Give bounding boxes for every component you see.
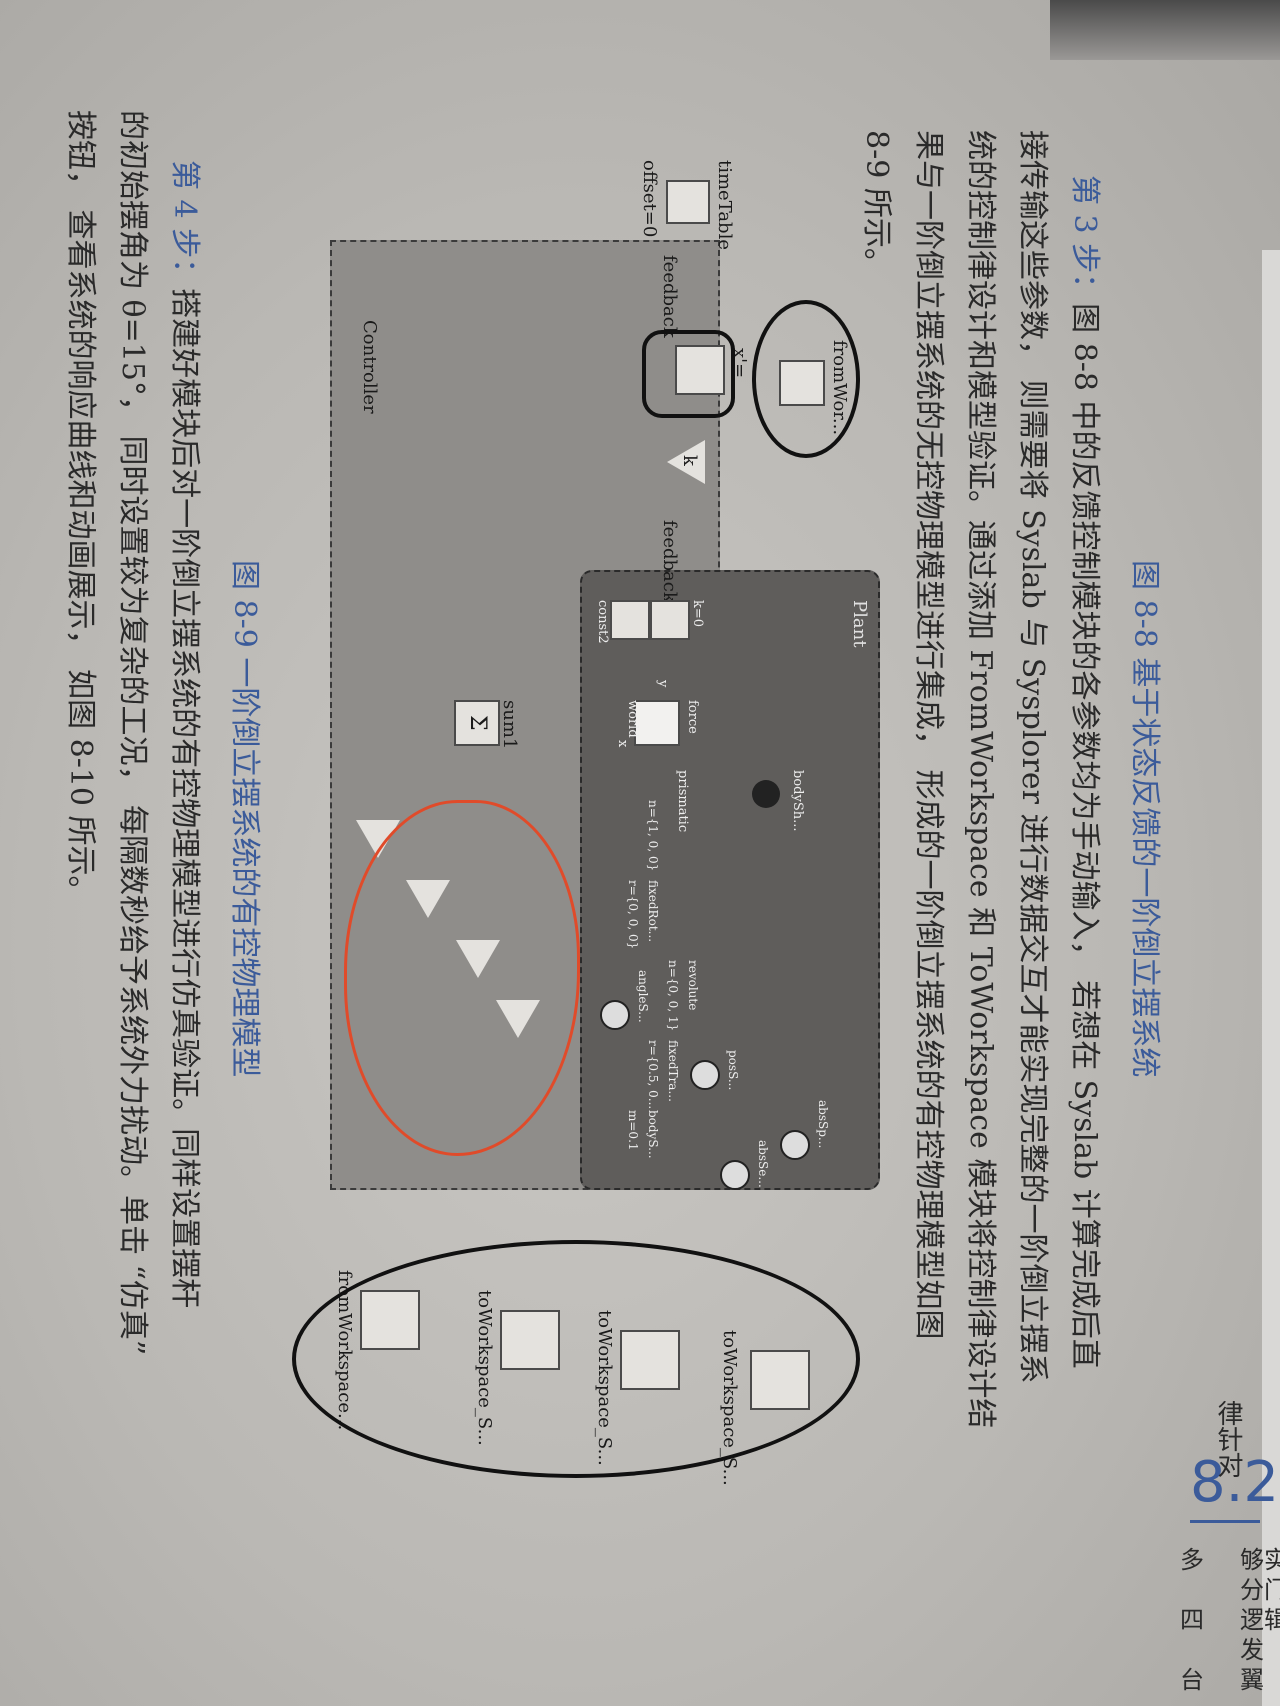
paragraph2-text-1: 搭建好模块后对一阶倒立摆系统的有控物理模型进行仿真验证。同样设置摆杆 bbox=[167, 288, 202, 1309]
next-page-fragment-1: 律针对 bbox=[1213, 1400, 1243, 1478]
annotation-circle-statespace bbox=[642, 330, 735, 418]
paragraph2-line-3: 按钮， 查看系统的响应曲线和动画展示， 如图 8-10 所示。 bbox=[63, 110, 98, 906]
sensor-pos bbox=[690, 1060, 720, 1090]
next-page-section-number: 8.2 bbox=[1190, 1450, 1280, 1515]
axis-y-label: y bbox=[655, 680, 670, 688]
feedback-label-top: feedback bbox=[659, 255, 680, 338]
plant-subsystem bbox=[580, 570, 880, 1190]
next-page-fragment-6: 翼 bbox=[1240, 1666, 1264, 1694]
fixed-tra-param: r={0.5, 0... bbox=[646, 1040, 660, 1110]
sum-symbol: Σ bbox=[465, 715, 490, 731]
revolute-param: n={0, 0, 1} bbox=[666, 960, 680, 1032]
next-page-fragment-5: 发 bbox=[1240, 1636, 1264, 1664]
prismatic-label: prismatic bbox=[675, 770, 690, 833]
annotation-circle-workspace bbox=[292, 1240, 860, 1478]
body-s-param: m=0.1 bbox=[626, 1110, 640, 1151]
section-underline bbox=[1190, 1520, 1260, 1523]
angle-sensor-label: angleS... bbox=[636, 970, 650, 1023]
const-block-2 bbox=[610, 600, 650, 640]
controller-label: Controller bbox=[359, 320, 380, 414]
next-page-fragment-7: 多 bbox=[1180, 1546, 1204, 1574]
paragraph2-line-1: 第 4 步：搭建好模块后对一阶倒立摆系统的有控物理模型进行仿真验证。同样设置摆杆 bbox=[166, 160, 210, 1308]
gain-label-top: k bbox=[679, 455, 700, 466]
next-page-fragment-3: 分门 bbox=[1240, 1576, 1280, 1604]
fixed-rot-param: r={0, 0, 0} bbox=[626, 880, 640, 950]
sensor-abs-sp bbox=[780, 1130, 810, 1160]
step4-label: 第 4 步： bbox=[167, 160, 202, 289]
sensor-angle bbox=[600, 1000, 630, 1030]
abs-sp-label: absSp... bbox=[816, 1100, 830, 1149]
const2-label: const2 bbox=[595, 600, 610, 644]
timetable-name: timeTable bbox=[714, 160, 735, 250]
k0-label: k=0 bbox=[690, 600, 705, 628]
feedback-label-bottom: feedback bbox=[659, 520, 680, 603]
next-page-fragment-4: 逻辑 bbox=[1240, 1606, 1280, 1634]
next-page-fragment-8: 四 bbox=[1180, 1606, 1204, 1634]
figure-8-9-caption: 图 8-9 一阶倒立摆系统的有控物理模型 bbox=[227, 560, 262, 1078]
revolute-label: revolute bbox=[686, 960, 700, 1011]
force-label: force bbox=[685, 700, 700, 734]
const-block-1 bbox=[650, 600, 690, 640]
annotation-circle-fromworkspace bbox=[752, 300, 860, 458]
timetable-offset: offset=0 bbox=[639, 160, 660, 238]
sensor-abs-se bbox=[720, 1160, 750, 1190]
abs-se-label: absSe... bbox=[756, 1140, 770, 1188]
next-page-fragment-9: 台 bbox=[1180, 1666, 1204, 1694]
world-label: world bbox=[625, 700, 640, 738]
fixed-rot-label: fixedRot... bbox=[646, 880, 660, 943]
world-block bbox=[634, 700, 680, 746]
body-shape-label: bodySh... bbox=[790, 770, 805, 832]
pos-sensor-label: posS... bbox=[726, 1050, 740, 1091]
body-shape-block bbox=[752, 780, 780, 808]
plant-label: Plant bbox=[849, 600, 870, 648]
page-shadow-corner bbox=[1050, 0, 1280, 60]
fixed-tra-label: fixedTra... bbox=[666, 1040, 680, 1102]
sum-label: sum1 bbox=[499, 700, 520, 750]
next-page-fragment-2: 够实 bbox=[1240, 1546, 1280, 1574]
body-s-label: bodyS... bbox=[646, 1110, 660, 1159]
paragraph2-line-2: 的初始摆角为 θ=15°， 同时设置较为复杂的工况， 每隔数秒给予系统外力扰动。… bbox=[115, 110, 150, 1356]
prismatic-param: n={1, 0, 0} bbox=[646, 800, 660, 872]
axis-x-label: x bbox=[615, 740, 630, 748]
timetable-block bbox=[666, 180, 710, 224]
next-page-edge bbox=[1262, 250, 1280, 1706]
